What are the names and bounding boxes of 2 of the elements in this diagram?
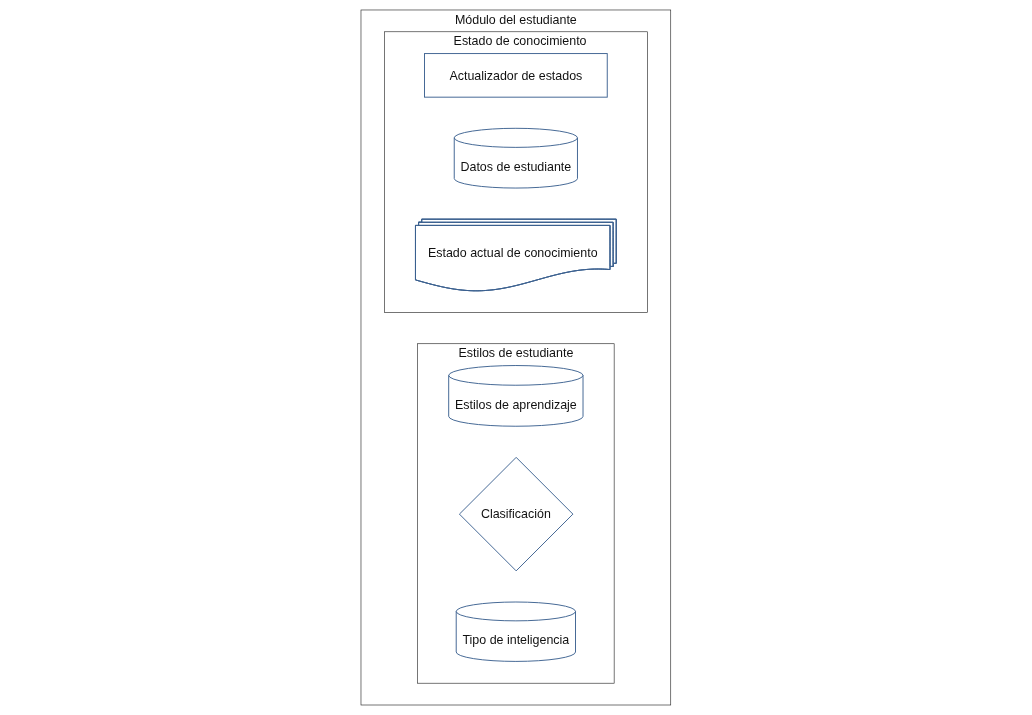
- node-diamond: Clasificación: [459, 456, 574, 572]
- node-box: Actualizador de estados: [424, 53, 608, 98]
